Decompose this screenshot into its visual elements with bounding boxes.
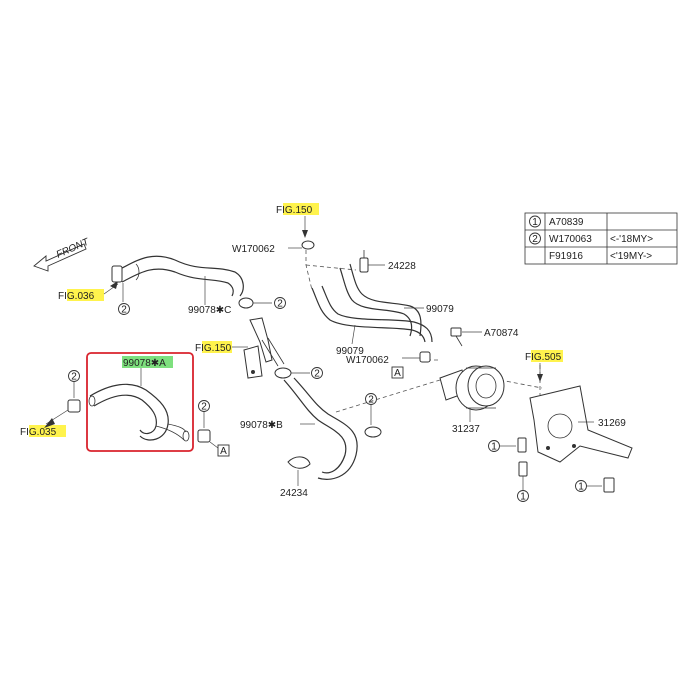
fig-035-highlight: IG.035 <box>26 427 56 438</box>
tube-24228: 24228 <box>359 250 416 273</box>
label-99078a: 99078✱A <box>123 358 166 369</box>
fig-505-highlight: IG.50 <box>531 352 556 363</box>
label-31269: 31269 <box>598 418 626 429</box>
fig-505-prefix: F <box>525 352 531 363</box>
svg-text:FIG.150: FIG.150 <box>276 205 313 216</box>
bracket-31269: 31269 <box>529 385 633 463</box>
fig-150-mid-highlight: IG.150 <box>201 343 231 354</box>
clamp-right-selected: 2 A <box>197 400 230 457</box>
fig-036-highlight: IG.036 <box>64 291 94 302</box>
fig-ref-035: FIG.035 <box>20 409 69 438</box>
label-99079-b: 99079 <box>336 346 364 357</box>
fig-ref-150-mid: FIG.150 <box>195 341 248 354</box>
box-marker-a: A <box>394 368 401 379</box>
pipe-bracket-mid: 2 <box>243 317 323 380</box>
circle-mark-2: 2 <box>277 299 283 310</box>
svg-text:FIG.150: FIG.150 <box>195 343 232 354</box>
label-99078b: 99078✱B <box>240 420 283 431</box>
circle-mark-2: 2 <box>368 395 374 406</box>
front-arrow: FRONT <box>33 236 92 272</box>
legend-row-2-num: 2 <box>532 234 538 245</box>
fig-036-prefix: F <box>58 291 64 302</box>
circle-mark-2: 2 <box>314 369 320 380</box>
clamp-24234: 24234 <box>280 456 311 499</box>
legend-row-1: 1 A70839 <box>529 215 584 228</box>
bolt-a70874: A70874 <box>450 327 519 347</box>
box-marker-a: A <box>220 446 227 457</box>
fig-505-suffix: 5 <box>556 352 562 363</box>
fig-150-top-highlight: IG.150 <box>282 205 312 216</box>
label-31237: 31237 <box>452 424 480 435</box>
label-24228: 24228 <box>388 261 416 272</box>
fig-ref-505: FIG.505 <box>525 350 563 382</box>
legend-row-3: F91916 <'19MY-> <box>549 251 652 262</box>
fig-150-top-prefix: F <box>276 205 282 216</box>
canister-31237: 31237 <box>439 365 505 435</box>
circle-mark-1: 1 <box>520 492 526 503</box>
hose-99078a-selected[interactable]: 99078✱A <box>86 352 194 452</box>
svg-text:FIG.036: FIG.036 <box>58 291 95 302</box>
legend-row-1-num: 1 <box>532 217 538 228</box>
marker-a-mid: A <box>391 366 404 379</box>
legend-row-2-part: W170063 <box>549 234 592 245</box>
legend-row-3-note: <'19MY-> <box>610 251 652 262</box>
circle-mark-2: 2 <box>121 305 127 316</box>
circle-mark-1: 1 <box>491 442 497 453</box>
legend-row-1-part: A70839 <box>549 217 584 228</box>
label-24234: 24234 <box>280 488 308 499</box>
fitting-w170062-top: W170062 <box>232 240 315 255</box>
svg-text:FIG.505: FIG.505 <box>525 352 562 363</box>
legend-row-2: 2 W170063 <-'18MY> <box>529 232 653 245</box>
clamp-upper-mid: 2 <box>238 297 286 310</box>
selection-box <box>86 352 194 452</box>
hose-99078b: 99078✱B <box>240 377 358 480</box>
legend-row-3-part: F91916 <box>549 251 583 262</box>
fig-ref-036: FIG.036 <box>58 281 119 302</box>
fig-035-prefix: F <box>20 427 26 438</box>
front-label: FRONT <box>55 236 92 260</box>
label-w170062-mid: W170062 <box>346 355 389 366</box>
hose-99078c: 2 99078✱C <box>111 255 244 316</box>
fig-150-mid-prefix: F <box>195 343 201 354</box>
label-w170062-top: W170062 <box>232 244 275 255</box>
circle-mark-2: 2 <box>201 402 207 413</box>
label-a70874: A70874 <box>484 328 519 339</box>
legend-table: 1 A70839 2 W170063 <-'18MY> F91916 <'19M… <box>524 212 678 265</box>
legend-row-2-note: <-'18MY> <box>610 234 653 245</box>
clamp-left: 2 <box>67 370 81 413</box>
label-99079-a: 99079 <box>426 304 454 315</box>
circle-mark-2: 2 <box>71 372 77 383</box>
svg-text:FIG.035: FIG.035 <box>20 427 57 438</box>
hoses-99079: 99079 99079 <box>311 263 454 357</box>
fitting-w170062-mid: W170062 <box>346 351 431 366</box>
label-99078c: 99078✱C <box>188 305 231 316</box>
bolts-circle-1: 1 1 1 <box>488 437 615 503</box>
fig-ref-150-top: FIG.150 <box>276 203 319 238</box>
clamp-b-upper: 2 <box>364 393 382 438</box>
circle-mark-1: 1 <box>578 482 584 493</box>
